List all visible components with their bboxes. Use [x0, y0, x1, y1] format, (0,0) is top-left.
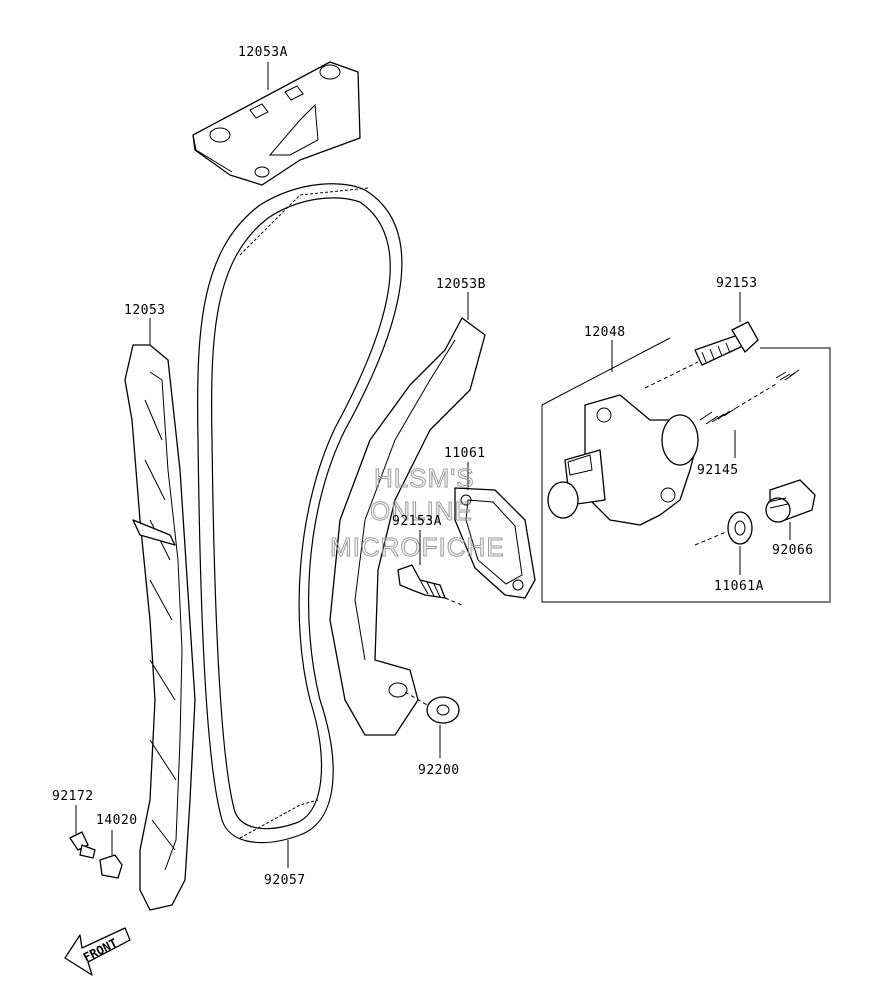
- pivot-washer[interactable]: [404, 691, 460, 724]
- cap-washer[interactable]: [694, 511, 753, 546]
- guide-screw[interactable]: [69, 831, 96, 859]
- front-direction-arrow: FRONT: [64, 927, 131, 976]
- tensioner-assembly-frame: [541, 337, 831, 603]
- left-chain-guide[interactable]: [124, 344, 196, 911]
- watermark-line-1: HLSM'S: [374, 463, 475, 493]
- label-12048[interactable]: 12048: [584, 325, 626, 340]
- label-92057[interactable]: 92057: [264, 873, 306, 888]
- watermark-line-2: ONLINE: [370, 496, 473, 526]
- label-12053a[interactable]: 12053A: [238, 45, 288, 60]
- pivot-bolt[interactable]: [397, 564, 463, 606]
- tensioner-guide[interactable]: [329, 317, 486, 736]
- upper-chain-guide[interactable]: [192, 61, 361, 186]
- label-92145[interactable]: 92145: [697, 463, 739, 478]
- label-92066[interactable]: 92066: [772, 543, 814, 558]
- label-11061[interactable]: 11061: [444, 446, 486, 461]
- watermark: HLSM'S ONLINE MICROFICHE: [330, 463, 505, 563]
- label-11061a[interactable]: 11061A: [714, 579, 764, 594]
- guide-clip[interactable]: [99, 854, 123, 879]
- cam-chain[interactable]: [197, 183, 403, 844]
- tensioner-spring[interactable]: [699, 369, 800, 425]
- label-92172[interactable]: 92172: [52, 789, 94, 804]
- tensioner-gasket[interactable]: [454, 487, 536, 599]
- label-14020[interactable]: 14020: [96, 813, 138, 828]
- cam-chain-tensioner[interactable]: [547, 394, 699, 526]
- label-92153a[interactable]: 92153A: [392, 514, 442, 529]
- tensioner-bolt[interactable]: [644, 321, 759, 389]
- watermark-line-3: MICROFICHE: [330, 532, 505, 562]
- tensioner-cap-bolt[interactable]: [765, 479, 816, 523]
- label-12053b[interactable]: 12053B: [436, 277, 486, 292]
- label-92200[interactable]: 92200: [418, 763, 460, 778]
- label-12053[interactable]: 12053: [124, 303, 166, 318]
- label-92153[interactable]: 92153: [716, 276, 758, 291]
